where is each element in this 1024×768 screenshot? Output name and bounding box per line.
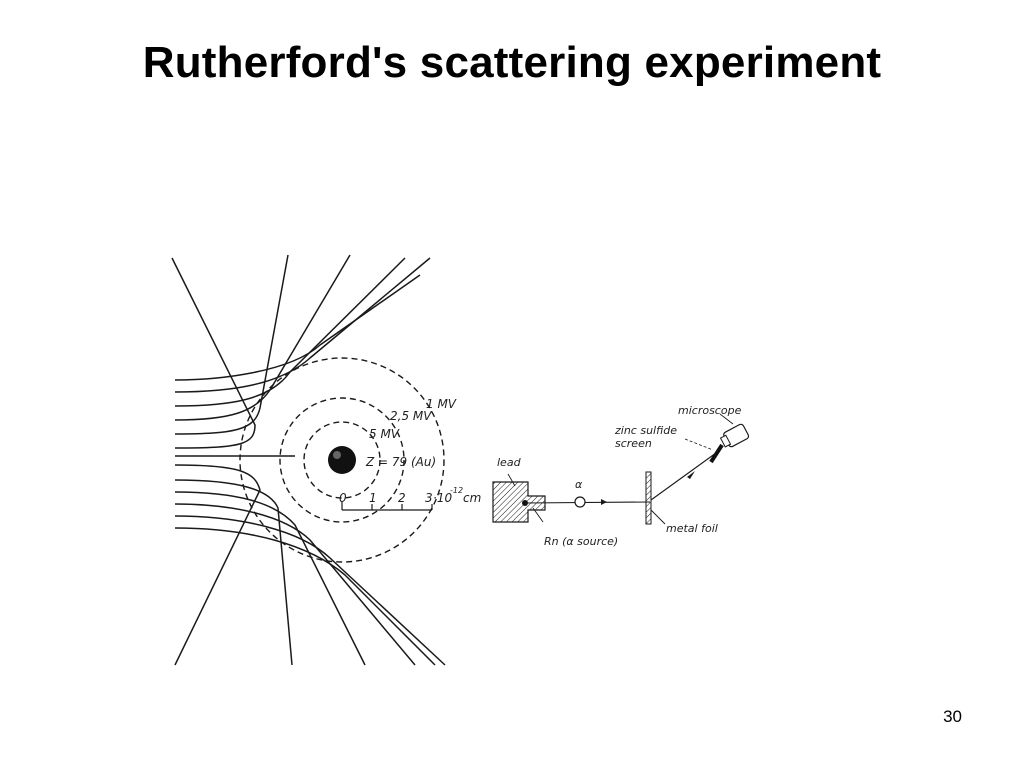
label-2-5mv: 2,5 MV <box>390 409 432 423</box>
microscope-icon <box>719 423 750 448</box>
rutherford-diagram: 1 MV 2,5 MV 5 MV Z = 79 (Au) 0 1 2 3 ·10… <box>171 254 750 666</box>
screen-leader <box>684 438 714 451</box>
trajectory-lower-5 <box>174 515 446 666</box>
microscope-leader <box>719 413 734 425</box>
scale-tick-3: 3 <box>425 491 433 505</box>
distance-scale <box>341 502 433 511</box>
trajectory-lower-6 <box>174 527 436 666</box>
scattered-path <box>650 452 717 501</box>
circle-2-5mv <box>279 397 405 523</box>
trajectory-lower-2 <box>174 479 293 666</box>
scattered-arrow <box>687 471 695 479</box>
trajectory-group <box>171 254 446 666</box>
label-nucleus: Z = 79 (Au) <box>365 455 436 469</box>
label-1mv: 1 MV <box>426 397 457 411</box>
trajectory-upper-5 <box>174 254 289 435</box>
energy-circles <box>239 357 445 563</box>
zinc-sulfide-screen <box>709 443 724 464</box>
scale-exponent: -12 <box>450 486 463 495</box>
slide-title: Rutherford's scattering experiment <box>142 38 882 87</box>
alpha-beam <box>524 501 651 504</box>
label-lead: lead <box>497 456 522 469</box>
trajectory-lower-1 <box>174 464 261 666</box>
trajectory-upper-3 <box>174 257 406 407</box>
slide-number: 30 <box>943 707 962 726</box>
label-source: Rn (α source) <box>544 535 618 548</box>
label-screen-line2: screen <box>615 437 652 450</box>
metal-foil <box>645 471 652 525</box>
foil-leader <box>650 509 666 525</box>
circle-1mv <box>239 357 445 563</box>
trajectory-upper-2 <box>174 257 431 393</box>
label-foil: metal foil <box>666 522 718 535</box>
trajectory-upper-4 <box>174 254 351 421</box>
source-leader <box>532 507 544 523</box>
trajectory-upper-6 <box>171 257 256 449</box>
scale-tick-0: 0 <box>339 491 347 505</box>
trajectory-upper-1 <box>174 274 421 381</box>
circle-5mv <box>303 421 381 499</box>
nucleus-highlight <box>333 451 341 459</box>
scale-suffix: cm <box>463 491 481 505</box>
trajectory-lower-3 <box>174 491 366 666</box>
alpha-particle <box>574 496 586 508</box>
scale-tick-1: 1 <box>369 491 377 505</box>
trajectory-lower-4 <box>174 503 416 666</box>
scale-unit: ·10 <box>433 491 452 505</box>
gold-nucleus <box>328 446 356 474</box>
lead-leader <box>507 473 516 487</box>
scale-tick-2: 2 <box>398 491 406 505</box>
label-screen-line1: zinc sulfide <box>614 424 677 437</box>
lead-block <box>492 481 546 523</box>
beam-arrow <box>601 499 607 505</box>
label-5mv: 5 MV <box>369 427 400 441</box>
label-alpha: α <box>575 478 583 491</box>
label-microscope: microscope <box>678 404 742 417</box>
